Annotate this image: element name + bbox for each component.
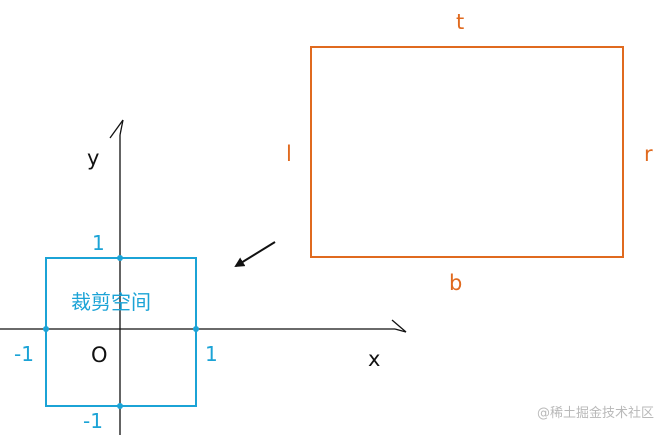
view-rectangle	[310, 46, 624, 258]
x-axis-label: x	[368, 347, 380, 371]
view-left-label: l	[286, 142, 292, 166]
y-axis-tip-left	[109, 119, 124, 139]
y-axis-tip	[119, 119, 124, 136]
view-top-label: t	[456, 10, 464, 34]
dot-left	[43, 326, 49, 332]
x-axis-tip	[394, 328, 407, 333]
watermark-text: @稀土掘金技术社区	[536, 406, 654, 421]
tick-left-label: -1	[14, 342, 34, 366]
y-axis-label: y	[87, 146, 99, 170]
origin-label: O	[91, 343, 108, 367]
tick-top-label: 1	[92, 231, 105, 255]
tick-bottom-label: -1	[83, 409, 103, 433]
tick-right-label: 1	[205, 342, 218, 366]
dot-right	[193, 326, 199, 332]
view-bottom-label: b	[449, 271, 462, 295]
clip-space-square	[45, 257, 197, 407]
dot-top	[117, 255, 123, 261]
dot-bottom	[117, 403, 123, 409]
clip-space-label: 裁剪空间	[71, 290, 151, 314]
x-axis-tip-top	[391, 319, 407, 333]
mapping-arrow	[234, 241, 276, 268]
view-right-label: r	[644, 142, 653, 166]
